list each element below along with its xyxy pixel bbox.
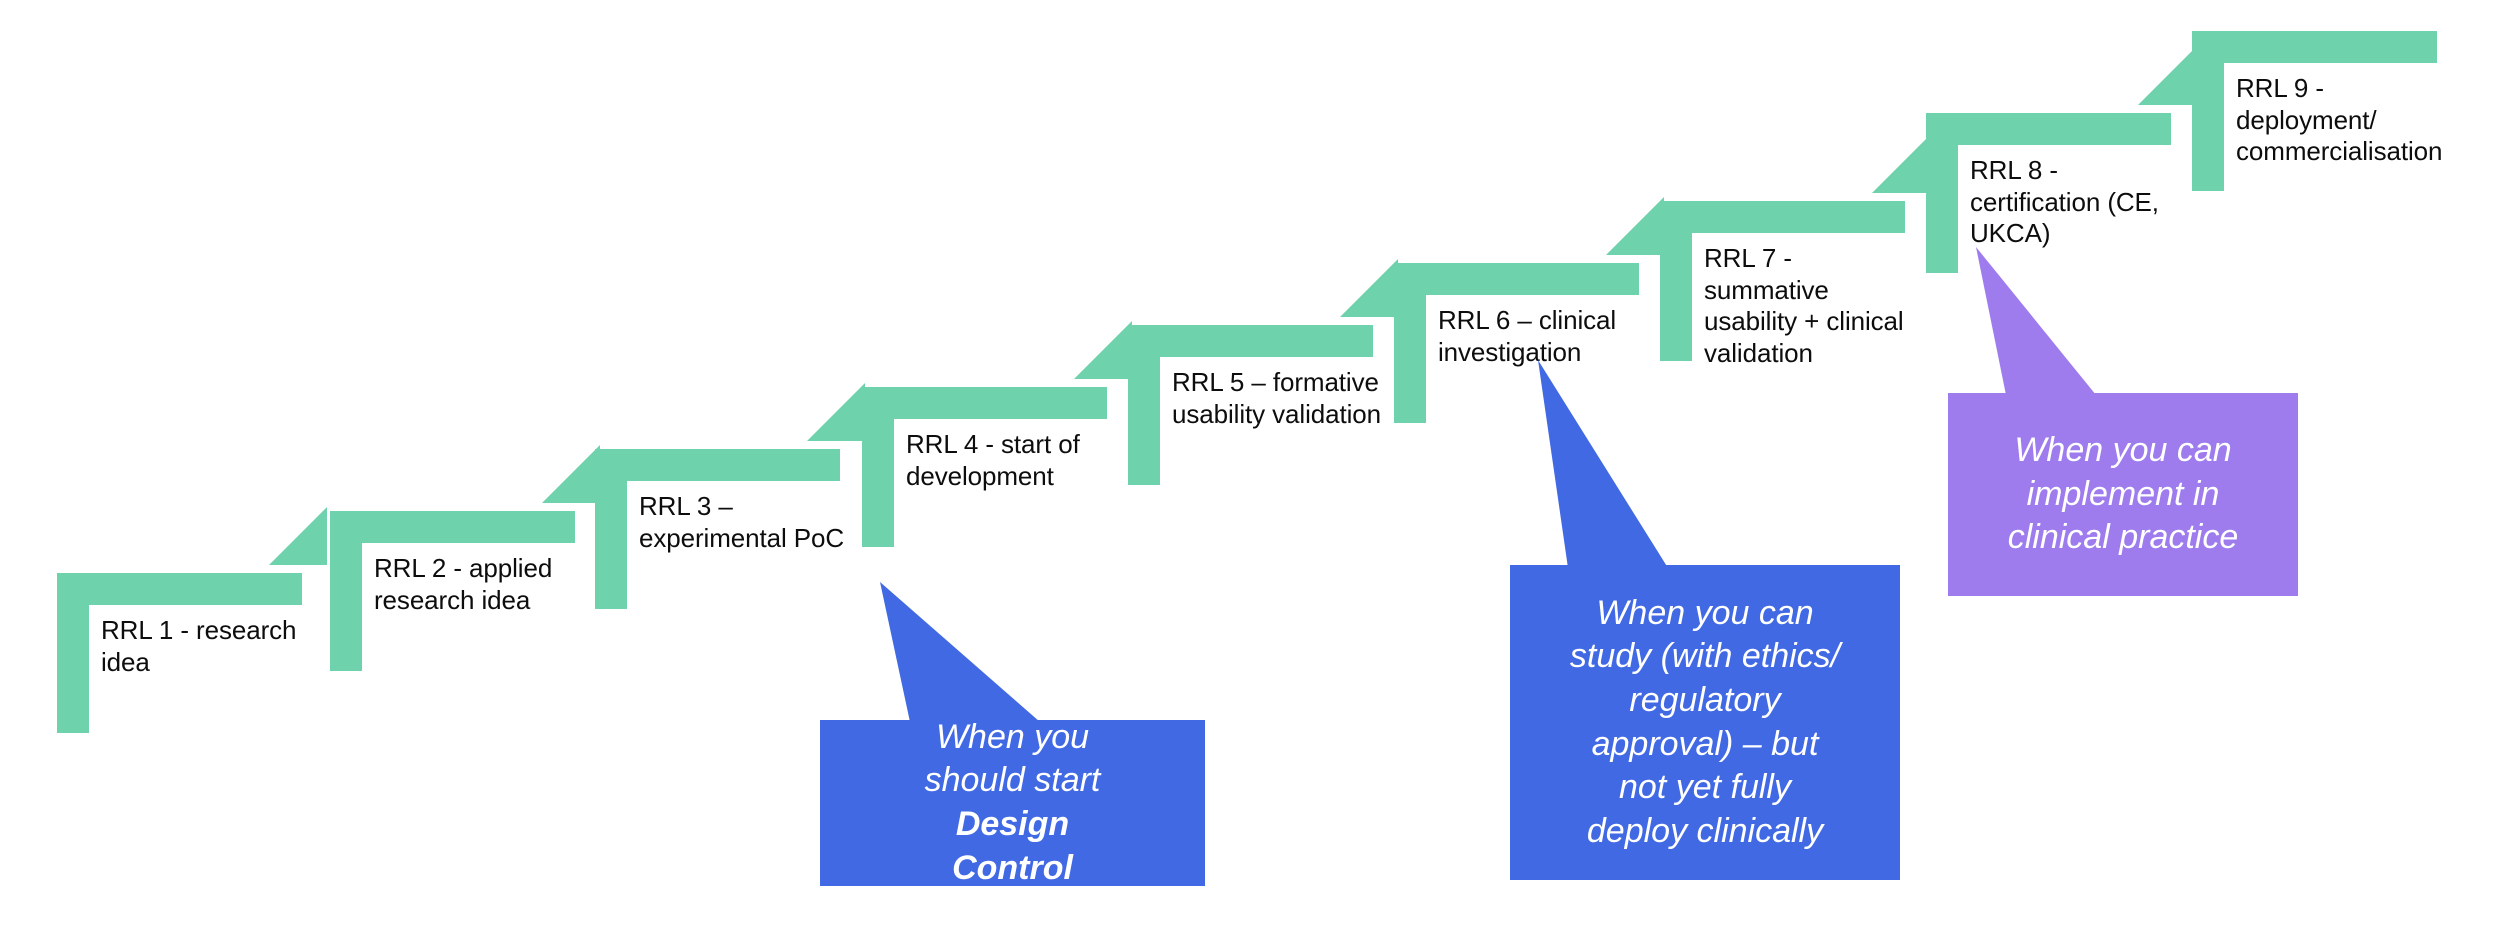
step-left-bar [57, 573, 89, 733]
step-label: RRL 7 - summative usability + clinical v… [1704, 243, 1904, 369]
step-arrow-icon [269, 507, 327, 565]
callout-emphasis-2: Control [952, 848, 1073, 887]
step-arrow-icon [807, 383, 865, 441]
step-left-bar [1660, 201, 1692, 361]
step-rrl-8[interactable]: RRL 8 - certification (CE, UKCA) [1926, 47, 2226, 273]
step-arrow-icon [1340, 259, 1398, 317]
step-arrow-icon [542, 445, 600, 503]
callout-tail [1538, 360, 1668, 568]
callout-clinical-study[interactable]: When you can study (with ethics/ regulat… [1480, 340, 1900, 880]
step-label: RRL 2 - applied research idea [374, 553, 553, 615]
step-arrow-icon [1074, 321, 1132, 379]
step-arrow-icon [1872, 135, 1930, 193]
callout-body: When you can study (with ethics/ regulat… [1510, 565, 1900, 880]
callout-body: When you can implement in clinical pract… [1948, 393, 2298, 596]
step-rrl-6[interactable]: RRL 6 – clinical investigation [1394, 197, 1694, 423]
step-top-bar [57, 573, 302, 605]
callout-line-1: When you [935, 717, 1090, 756]
step-label: RRL 3 – experimental PoC [639, 491, 845, 553]
step-left-bar [595, 449, 627, 609]
step-top-bar [1660, 201, 1905, 233]
step-left-bar [1926, 113, 1958, 273]
step-rrl-7[interactable]: RRL 7 - summative usability + clinical v… [1660, 135, 1960, 368]
step-top-bar [330, 511, 575, 543]
step-top-bar [862, 387, 1107, 419]
step-label: RRL 4 - start of development [906, 429, 1080, 491]
step-rrl-4[interactable]: RRL 4 - start of development [862, 321, 1162, 547]
step-top-bar [1394, 263, 1639, 295]
step-left-bar [1394, 263, 1426, 423]
callout-emphasis-1: Design [955, 805, 1070, 843]
step-arrow-icon [1606, 197, 1664, 255]
step-top-bar [2192, 31, 2437, 63]
step-top-bar [1128, 325, 1373, 357]
step-rrl-9[interactable]: RRL 9 - deployment/ commercialisation [2192, 31, 2492, 191]
step-rrl-1[interactable]: RRL 1 - research idea [57, 507, 357, 733]
step-rrl-3[interactable]: RRL 3 – experimental PoC [595, 383, 895, 609]
step-label: RRL 5 – formative usability validation [1172, 367, 1382, 429]
step-label: RRL 9 - deployment/ commercialisation [2236, 73, 2443, 167]
callout-design-control[interactable]: When you should start Design Control [820, 540, 1220, 890]
callout-tail [880, 582, 1040, 722]
step-arrow-icon [2138, 47, 2196, 105]
callout-body: When you should start Design Control [820, 718, 1205, 887]
step-rrl-5[interactable]: RRL 5 – formative usability validation [1128, 259, 1428, 485]
callout-line-2: should start [924, 761, 1101, 800]
step-left-bar [330, 511, 362, 671]
step-rrl-2[interactable]: RRL 2 - applied research idea [330, 445, 630, 671]
step-top-bar [1926, 113, 2171, 145]
step-left-bar [2192, 31, 2224, 191]
step-left-bar [1128, 325, 1160, 485]
callout-clinical-practice[interactable]: When you can implement in clinical pract… [1880, 235, 2320, 615]
callout-tail [1976, 247, 2096, 395]
step-label: RRL 8 - certification (CE, UKCA) [1970, 155, 2159, 249]
step-top-bar [595, 449, 840, 481]
step-label: RRL 6 – clinical investigation [1438, 305, 1617, 367]
step-label: RRL 1 - research idea [101, 615, 297, 677]
step-left-bar [862, 387, 894, 547]
